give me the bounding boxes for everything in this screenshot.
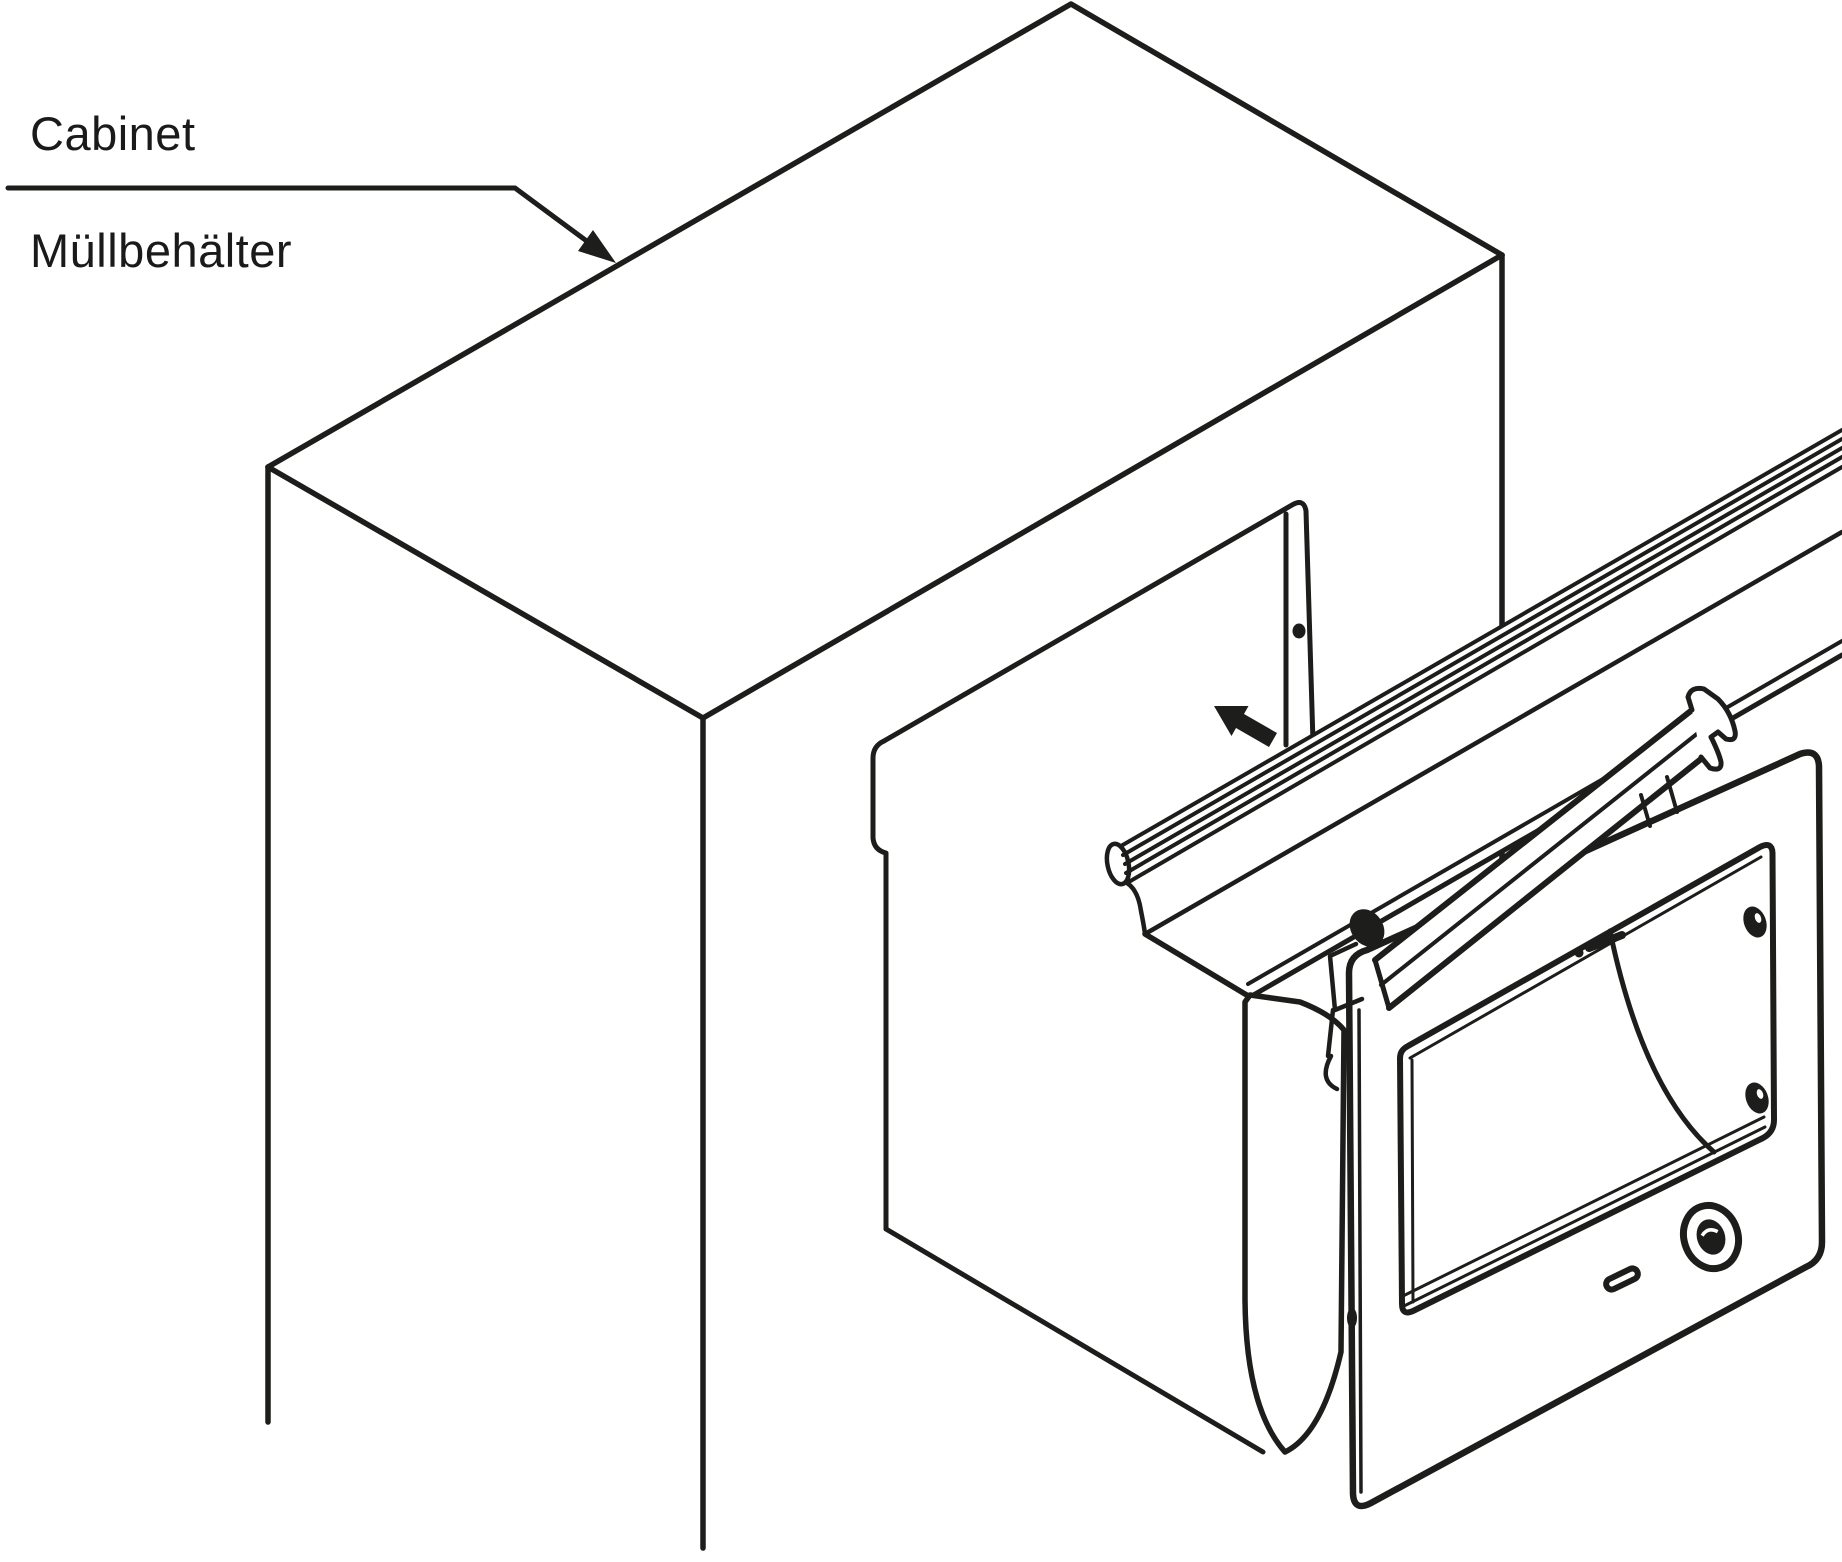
top-rail-upper-edge: [1372, 707, 1695, 963]
callout: Cabinet Müllbehälter: [5, 107, 616, 277]
leader-arrowhead-icon: [578, 230, 616, 263]
rail-left-end-cap: [1349, 909, 1385, 947]
insertion-direction-arrow-icon: [1214, 706, 1277, 747]
leader-line: [5, 185, 591, 245]
rail-band-left-curve: [1124, 880, 1148, 937]
drum-through-window-curve: [1607, 928, 1717, 1155]
opening-left-edge: [870, 738, 889, 1232]
window-cut-edge: [1397, 842, 1777, 1316]
rail-rib-lines: [1119, 428, 1842, 885]
lock-keyway: [1700, 1228, 1719, 1237]
label-muellbehaelter: Müllbehälter: [30, 224, 292, 277]
opening-bottom-edge: [883, 1226, 1266, 1455]
window-bevel-bottom-1: [1402, 1125, 1767, 1308]
screw-top: [1743, 906, 1767, 938]
top-rail-lower-edge: [1386, 752, 1709, 1011]
cabinet-cutout-opening: [870, 500, 1316, 1455]
gusset-1: [1639, 793, 1652, 828]
lock-core: [1696, 1219, 1726, 1255]
lock-cylinder: [1679, 1201, 1743, 1273]
top-rail-left-cut: [1372, 957, 1392, 1011]
top-rail-mid-line: [1379, 731, 1700, 987]
mounting-bracket: [1323, 941, 1365, 1092]
slide-rail-body: [1108, 429, 1842, 997]
rail-band-bottom: [1142, 529, 1842, 937]
rail-hook: [1685, 685, 1738, 772]
hinge-pin: [1347, 1308, 1357, 1328]
faceplate-details: [1574, 906, 1769, 1293]
chute-mouth-edge: [1142, 931, 1253, 1000]
faceplate-left-fold-line: [1357, 1008, 1363, 1494]
chute-band-mid: [1246, 639, 1842, 986]
cabinet-top-back-edges: [265, 1, 1505, 470]
brand-mark: [1574, 931, 1626, 958]
opening-top-edge: [881, 500, 1316, 745]
window-bevel-bottom-2: [1401, 1115, 1766, 1298]
screw-highlight: [1754, 913, 1762, 923]
gusset-2: [1665, 775, 1679, 814]
key-slot: [1603, 1265, 1641, 1293]
window-bevel-top: [1408, 855, 1763, 1060]
slide-rail: [1104, 428, 1842, 1000]
cabinet-top-front-edges: [265, 252, 1505, 721]
label-cabinet: Cabinet: [30, 107, 196, 160]
insert-top-rail: [1323, 685, 1738, 1092]
faceplate-window: [1397, 842, 1777, 1316]
screw-highlight: [1756, 1089, 1764, 1099]
window-bevel-left: [1410, 1058, 1415, 1304]
pilot-hole: [1292, 623, 1306, 639]
screw-bottom: [1745, 1082, 1769, 1114]
